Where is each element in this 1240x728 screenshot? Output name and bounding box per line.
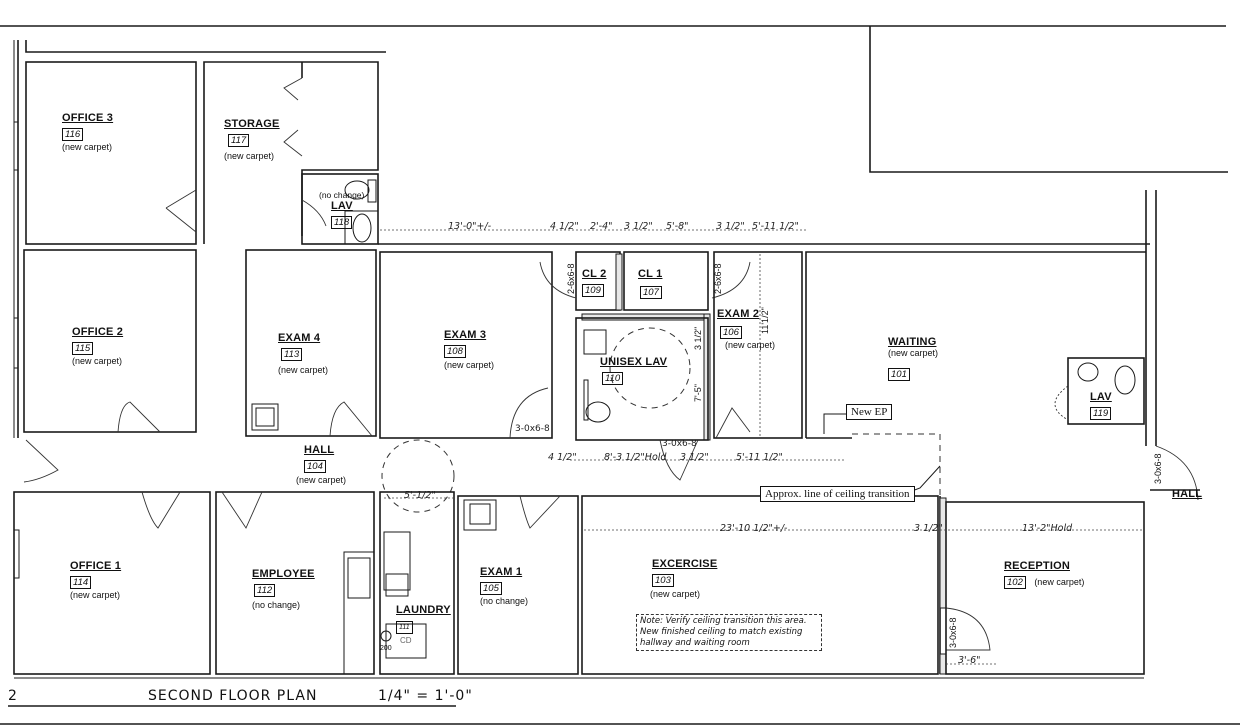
room-label-storage: STORAGE 117 (new carpet): [224, 118, 280, 161]
drawing-number: 2: [8, 688, 18, 704]
dim-hall-width: 5'-1/2": [404, 490, 436, 501]
room-label-exam-3: EXAM 3 108 (new carpet): [444, 329, 495, 370]
room-label-hall-east: HALL: [1172, 488, 1203, 500]
room-lav-118: [301, 173, 379, 245]
room-label-office-1: OFFICE 1 114 (new carpet): [70, 560, 122, 600]
room-label-reception: RECEPTION 102 (new carpet): [1004, 560, 1085, 589]
room-number-badge: 109: [582, 284, 604, 297]
dim-mid-2: 8'-3 1/2"Hold: [604, 452, 667, 463]
room-number-badge: 110: [602, 372, 624, 385]
dim-top-3: 2'-4": [590, 221, 613, 232]
dim-top-5: 5'-8": [666, 221, 689, 232]
room-number-badge: 103: [652, 574, 674, 587]
laundry-appliance-label: CD: [400, 636, 412, 645]
room-label-hall-104: HALL 104 (new carpet): [296, 444, 347, 485]
dim-lav-a: 3 1/2": [693, 326, 703, 350]
room-label-exam-4: EXAM 4 113 (new carpet): [278, 332, 329, 375]
room-label-unisex-lav: UNISEX LAV 110: [600, 356, 668, 385]
room-number-badge: 112: [254, 584, 276, 597]
room-number-badge: 117: [228, 134, 250, 147]
room-label-waiting: WAITING (new carpet) 101: [888, 336, 939, 381]
drawing-title: SECOND FLOOR PLAN: [148, 688, 318, 704]
callout-new-ep: New EP: [846, 404, 893, 420]
room-label-laundry: LAUNDRY 111: [396, 604, 451, 634]
room-label-office-2: OFFICE 2 115 (new carpet): [72, 326, 124, 366]
room-exam-1: [457, 495, 579, 675]
room-exam-3: [379, 251, 553, 439]
room-number-badge: 111: [396, 621, 413, 634]
room-office-2: [23, 249, 197, 433]
dim-exam2-height: 11'1/2": [760, 307, 770, 334]
drawing-scale: 1/4" = 1'-0": [378, 688, 473, 704]
room-number-badge: 113: [281, 348, 303, 361]
room-number-badge: 107: [640, 286, 662, 299]
room-label-excercise: EXCERCISE 103 (new carpet): [650, 558, 718, 599]
room-label-cl-2: CL 2 109: [582, 268, 607, 297]
dim-lower-2: 3 1/2": [914, 523, 943, 534]
room-lav-119: [1067, 357, 1145, 425]
dim-lav-b: 7'-5": [693, 384, 703, 402]
room-label-exam-1: EXAM 1 105 (no change): [480, 566, 529, 606]
dim-top-1: 13'-0"+/-: [448, 221, 492, 232]
room-label-exam-2: EXAM 2 106 (new carpet): [717, 308, 776, 350]
room-exam-2: [713, 251, 803, 439]
dim-reception-door: 3'-6": [958, 655, 981, 666]
dim-mid-1: 4 1/2": [548, 452, 577, 463]
room-label-cl-1: CL 1 107: [638, 268, 663, 299]
room-number-badge: 108: [444, 345, 466, 358]
room-office-1: [13, 491, 211, 675]
door-tag-hall-east: 3-0x6-8: [1153, 453, 1163, 484]
room-label-lav-119: LAV 119: [1090, 391, 1112, 420]
room-number-badge: 114: [70, 576, 92, 589]
door-tag-unisex-lav: 3-0x6-8: [662, 439, 697, 449]
floor-drain-label: 200: [380, 645, 392, 652]
note-ceiling-verification: Note: Verify ceiling transition this are…: [636, 614, 822, 651]
door-tag-exam3: 3-0x6-8: [515, 424, 550, 434]
room-number-badge: 105: [480, 582, 502, 595]
room-unisex-lav: [575, 317, 709, 441]
room-label-lav-118: (no change) LAV 118: [319, 190, 365, 229]
room-cl-1: [623, 251, 709, 311]
dim-top-7: 5'-11 1/2": [752, 221, 799, 232]
dim-mid-4: 5'-11 1/2": [736, 452, 783, 463]
room-number-badge: 118: [331, 216, 353, 229]
room-number-badge: 102: [1004, 576, 1026, 589]
room-number-badge: 115: [72, 342, 94, 355]
dim-top-2: 4 1/2": [550, 221, 579, 232]
room-number-badge: 104: [304, 460, 326, 473]
room-office-3: [25, 61, 197, 245]
dim-lower-1: 23'-10 1/2"+/-: [720, 523, 788, 534]
building-outline-ne: [869, 26, 1228, 173]
room-label-employee: EMPLOYEE 112 (no change): [252, 568, 315, 610]
door-tag-cl2: 2-6x6-8: [566, 263, 576, 294]
door-tag-reception: 3-0x6-8: [948, 617, 958, 648]
room-exam-4: [245, 249, 377, 437]
room-reception: [945, 501, 1145, 675]
dim-top-4: 3 1/2": [624, 221, 653, 232]
room-number-badge: 106: [720, 326, 742, 339]
room-number-badge: 101: [888, 368, 910, 381]
room-laundry: [379, 491, 455, 675]
room-number-badge: 116: [62, 128, 84, 141]
dim-mid-3: 3 1/2": [680, 452, 709, 463]
room-waiting: [805, 251, 1146, 438]
room-number-badge: 119: [1090, 407, 1112, 420]
door-tag-cl1: 2-6x6-8: [713, 263, 723, 294]
dim-lower-3: 13'-2"Hold: [1022, 523, 1073, 534]
dim-top-6: 3 1/2": [716, 221, 745, 232]
room-label-office-3: OFFICE 3 116 (new carpet): [62, 112, 114, 152]
callout-ceiling-transition: Approx. line of ceiling transition: [760, 486, 915, 502]
